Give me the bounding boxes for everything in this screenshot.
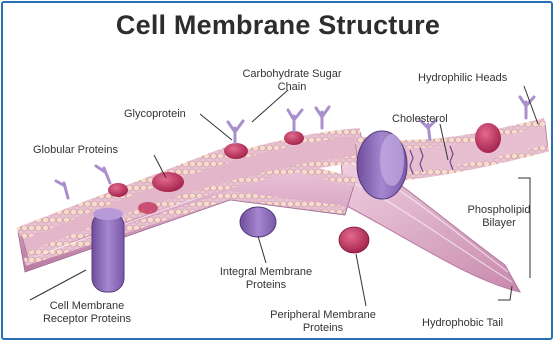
phospholipid-label-line2: Bilayer [456,217,542,230]
small-embedded-protein [138,202,158,214]
large-channel-protein [357,131,407,199]
integral-label-line1: Integral Membrane [196,266,336,279]
right-surface-protein [475,123,501,153]
integral-membrane-label: Integral Membrane Proteins [196,266,336,292]
integral-protein [240,207,276,237]
globular-proteins-label: Globular Proteins [33,144,118,157]
carbohydrate-label-line2: Chain [222,81,362,94]
receptor-label-line2: Receptor Proteins [22,313,152,326]
phospholipid-label-line1: Phospholipid [456,204,542,217]
peripheral-membrane-label: Peripheral Membrane Proteins [248,309,398,335]
globular-protein-2 [108,183,128,197]
peripheral-label-line1: Peripheral Membrane [248,309,398,322]
phospholipid-bilayer-label: Phospholipid Bilayer [456,204,542,230]
peripheral-label-line2: Proteins [248,322,398,335]
integral-label-line2: Proteins [196,279,336,292]
receptor-label-line1: Cell Membrane [22,300,152,313]
surface-protein-2 [284,131,304,145]
glycoprotein-body [224,143,248,159]
carbohydrate-label-line1: Carbohydrate Sugar [222,68,362,81]
peripheral-protein [339,227,369,253]
globular-protein-1 [152,172,184,192]
glycoprotein-label: Glycoprotein [124,108,186,121]
receptor-proteins-label: Cell Membrane Receptor Proteins [22,300,152,326]
carbohydrate-label: Carbohydrate Sugar Chain [222,68,362,94]
cholesterol-label: Cholesterol [392,113,448,126]
hydrophilic-heads-label: Hydrophilic Heads [418,72,507,85]
receptor-protein [92,208,124,292]
hydrophobic-tail-label: Hydrophobic Tail [422,317,503,330]
